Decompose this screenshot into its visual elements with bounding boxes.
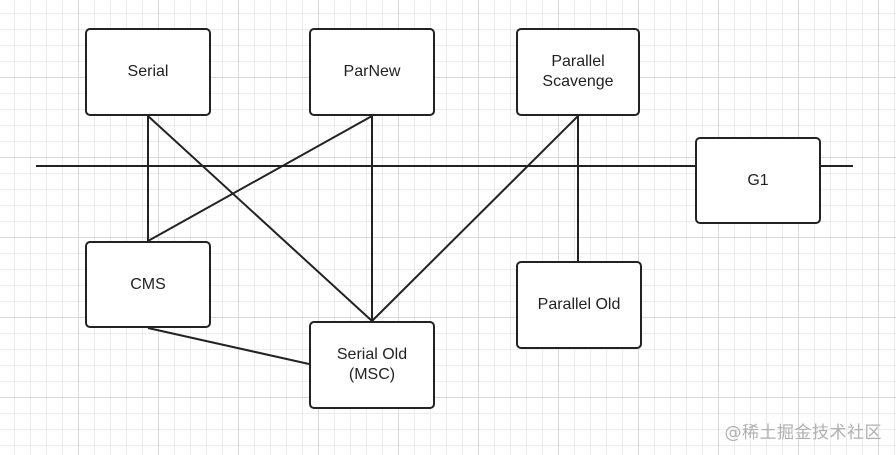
node-parallel-scavenge[interactable]: Parallel Scavenge bbox=[516, 28, 640, 116]
node-g1-label: G1 bbox=[747, 171, 769, 189]
node-cms[interactable]: CMS bbox=[85, 241, 211, 328]
node-serial-label: Serial bbox=[127, 63, 169, 80]
link-parallel-scavenge-serial-old bbox=[371, 115, 579, 322]
link-cms-serial-old bbox=[147, 327, 310, 365]
node-parnew[interactable]: ParNew bbox=[309, 28, 435, 116]
node-parallel-scavenge-label: Parallel Scavenge bbox=[542, 53, 614, 90]
watermark-text: @稀土掘金技术社区 bbox=[724, 423, 882, 443]
link-parnew-cms bbox=[147, 115, 373, 242]
node-serial-old[interactable]: Serial Old (MSC) bbox=[309, 321, 435, 409]
node-parallel-old[interactable]: Parallel Old bbox=[516, 261, 642, 349]
node-cms-label: CMS bbox=[130, 275, 166, 293]
node-g1[interactable]: G1 bbox=[695, 137, 821, 224]
link-serial-serial-old bbox=[147, 115, 373, 322]
node-serial[interactable]: Serial bbox=[85, 28, 211, 116]
node-serial-old-label: Serial Old (MSC) bbox=[336, 346, 408, 383]
node-parnew-label: ParNew bbox=[343, 63, 401, 80]
node-parallel-old-label: Parallel Old bbox=[537, 296, 621, 313]
